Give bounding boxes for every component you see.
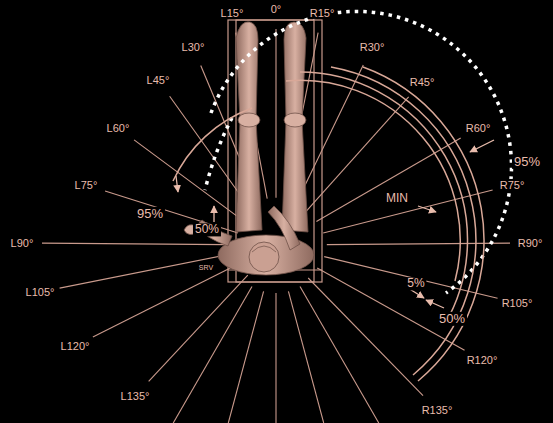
angle-label: L75° — [73, 179, 100, 191]
angle-label: R135° — [420, 404, 455, 416]
angle-label: R120° — [465, 354, 500, 366]
angle-label: R45° — [408, 76, 437, 88]
envelope-arrows — [176, 140, 494, 308]
angle-label: L60° — [105, 122, 132, 134]
angle-ray — [308, 278, 423, 396]
envelope-label: MIN — [384, 192, 410, 205]
angle-ray — [288, 291, 323, 423]
envelope-label: 95% — [512, 155, 542, 169]
angle-label: R75° — [498, 179, 527, 191]
angle-label: R15° — [308, 7, 337, 19]
envelope-label: SRV — [197, 264, 215, 272]
angle-label: L105° — [24, 286, 57, 298]
angle-ray — [275, 29, 276, 198]
dotted-envelope — [205, 118, 232, 190]
angle-ray — [93, 265, 236, 337]
envelope-label: 5% — [405, 277, 426, 290]
envelope-label: 50% — [193, 223, 221, 236]
angle-ray — [300, 287, 379, 423]
angle-label: L135° — [119, 390, 152, 402]
seated-figure — [184, 22, 314, 275]
angle-label: L15° — [219, 7, 246, 19]
envelope-label: 50% — [437, 312, 467, 326]
angle-ray — [149, 275, 248, 381]
angle-label: R90° — [516, 237, 545, 249]
angle-ray — [316, 138, 460, 222]
angle-ray — [173, 287, 252, 423]
angle-label: 0° — [269, 3, 284, 15]
reach-envelopes — [173, 67, 484, 381]
angle-label: L30° — [180, 41, 207, 53]
angle-rays — [42, 29, 510, 423]
angle-label: R105° — [500, 297, 535, 309]
angle-label: L120° — [59, 340, 92, 352]
angle-label: R60° — [464, 122, 493, 134]
angle-ray — [228, 291, 263, 423]
angle-ray — [42, 243, 225, 244]
angle-label: L90° — [9, 237, 36, 249]
angle-label: L45° — [145, 74, 172, 86]
envelope-label: 95% — [135, 207, 165, 221]
angle-ray — [60, 254, 229, 288]
angle-ray — [275, 293, 276, 423]
angle-ray — [327, 243, 510, 244]
angle-label: R30° — [358, 41, 387, 53]
